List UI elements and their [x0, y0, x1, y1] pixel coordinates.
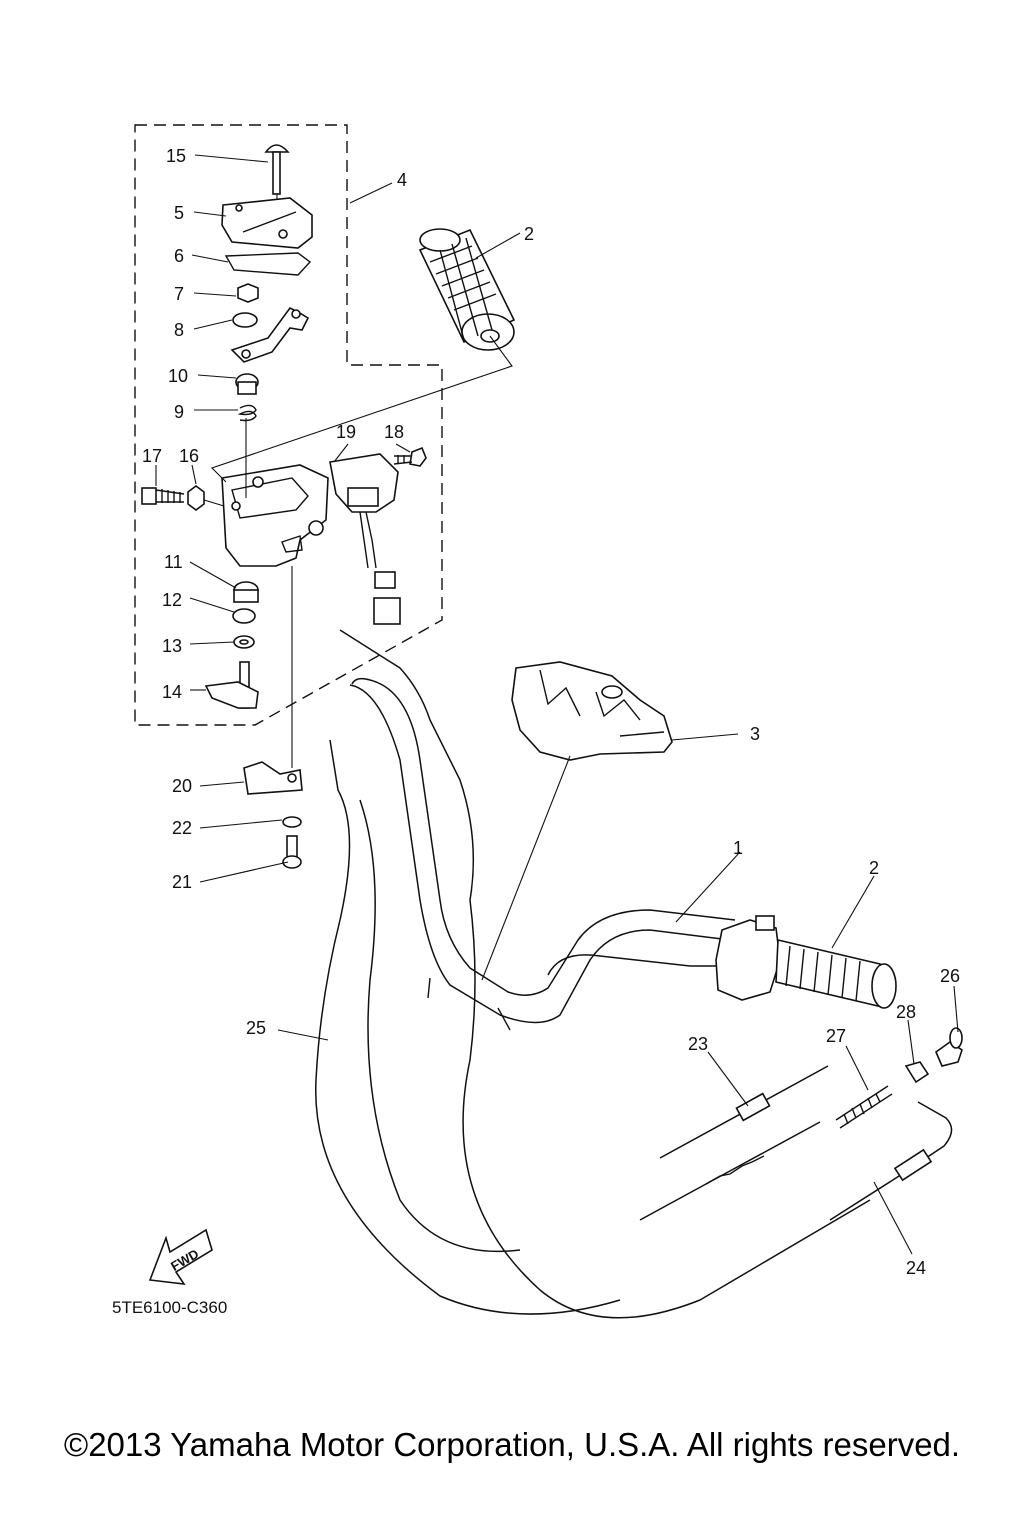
- part-8-lever: [230, 306, 310, 363]
- callout-5: 5: [174, 203, 184, 223]
- part-7-nut: [237, 283, 259, 303]
- part-19-switch: [329, 453, 401, 625]
- callout-2: 2: [524, 224, 534, 244]
- part-12-washer: [232, 608, 256, 624]
- callout-19: 19: [336, 422, 356, 442]
- callout-9: 9: [174, 402, 184, 422]
- cable-from-switch: [339, 629, 475, 901]
- callout-2: 2: [869, 858, 879, 878]
- callout-22: 22: [172, 818, 192, 838]
- callout-27: 27: [826, 1026, 846, 1046]
- callout-21: 21: [172, 872, 192, 892]
- part-5-cover: [221, 197, 313, 249]
- cable-loop-outer: [462, 899, 871, 1319]
- part-28-fitting: [904, 1061, 930, 1084]
- callout-12: 12: [162, 590, 182, 610]
- diagram-code: 5TE6100-C360: [112, 1298, 228, 1317]
- cable-25: [315, 739, 621, 1315]
- callout-11: 11: [164, 552, 183, 572]
- leader-lines: [155, 154, 959, 1255]
- grip-axis-line: [210, 335, 513, 483]
- callout-15: 15: [166, 146, 186, 166]
- part-24-cable: [829, 1101, 953, 1221]
- callout-13: 13: [162, 636, 182, 656]
- callout-8: 8: [174, 320, 184, 340]
- callout-20: 20: [172, 776, 192, 796]
- callout-17: 17: [142, 446, 162, 466]
- callout-10: 10: [168, 366, 188, 386]
- part-14-throttle-lever: [204, 661, 259, 709]
- part-13-washer: [233, 635, 255, 649]
- part-9-spring: [237, 404, 257, 422]
- callout-28: 28: [896, 1002, 916, 1022]
- part-26-adjuster: [935, 1027, 963, 1067]
- part-2-grip-right: [775, 939, 897, 1009]
- callout-26: 26: [940, 966, 960, 986]
- part-17-bolt: [141, 487, 185, 505]
- callout-3: 3: [750, 724, 760, 744]
- guard-axis-line: [481, 755, 571, 981]
- assembly-centerline: [245, 194, 293, 768]
- part-15-screw: [264, 144, 290, 195]
- callout-16: 16: [179, 446, 199, 466]
- part-3-guard: [511, 661, 673, 761]
- callout-23: 23: [688, 1034, 708, 1054]
- callout-4: 4: [397, 170, 407, 190]
- part-throttle-body-right: [715, 915, 781, 1001]
- part-1-handlebar: [349, 677, 736, 1031]
- switch-housing: [221, 464, 329, 567]
- part-16-nut: [187, 485, 205, 511]
- part-23-cable: [659, 1065, 829, 1159]
- part-22-washer: [282, 816, 302, 828]
- callout-7: 7: [174, 284, 184, 304]
- callout-18: 18: [384, 422, 404, 442]
- callout-24: 24: [906, 1258, 926, 1278]
- part-2-grip-left: [418, 228, 516, 351]
- part-11-bushing: [233, 581, 259, 603]
- callout-25: 25: [246, 1018, 266, 1038]
- part-middle-cable: [639, 1121, 821, 1221]
- copyright-notice: ©2013 Yamaha Motor Corporation, U.S.A. A…: [63, 1426, 961, 1463]
- throttle-cable-on-bar: [547, 954, 716, 976]
- part-27-spring: [835, 1085, 893, 1129]
- part-10-collar: [235, 373, 259, 395]
- part-21-bolt: [282, 835, 302, 869]
- part-6-gasket: [224, 252, 312, 276]
- callout-14: 14: [162, 682, 182, 702]
- assembly-boundary: [134, 124, 443, 726]
- callout-6: 6: [174, 246, 184, 266]
- fwd-arrow-icon: FWD: [148, 1228, 213, 1285]
- cable-25-inner: [359, 799, 521, 1253]
- callout-1: 1: [733, 838, 743, 858]
- part-20-clamp: [243, 761, 303, 795]
- part-18-screw: [393, 446, 427, 467]
